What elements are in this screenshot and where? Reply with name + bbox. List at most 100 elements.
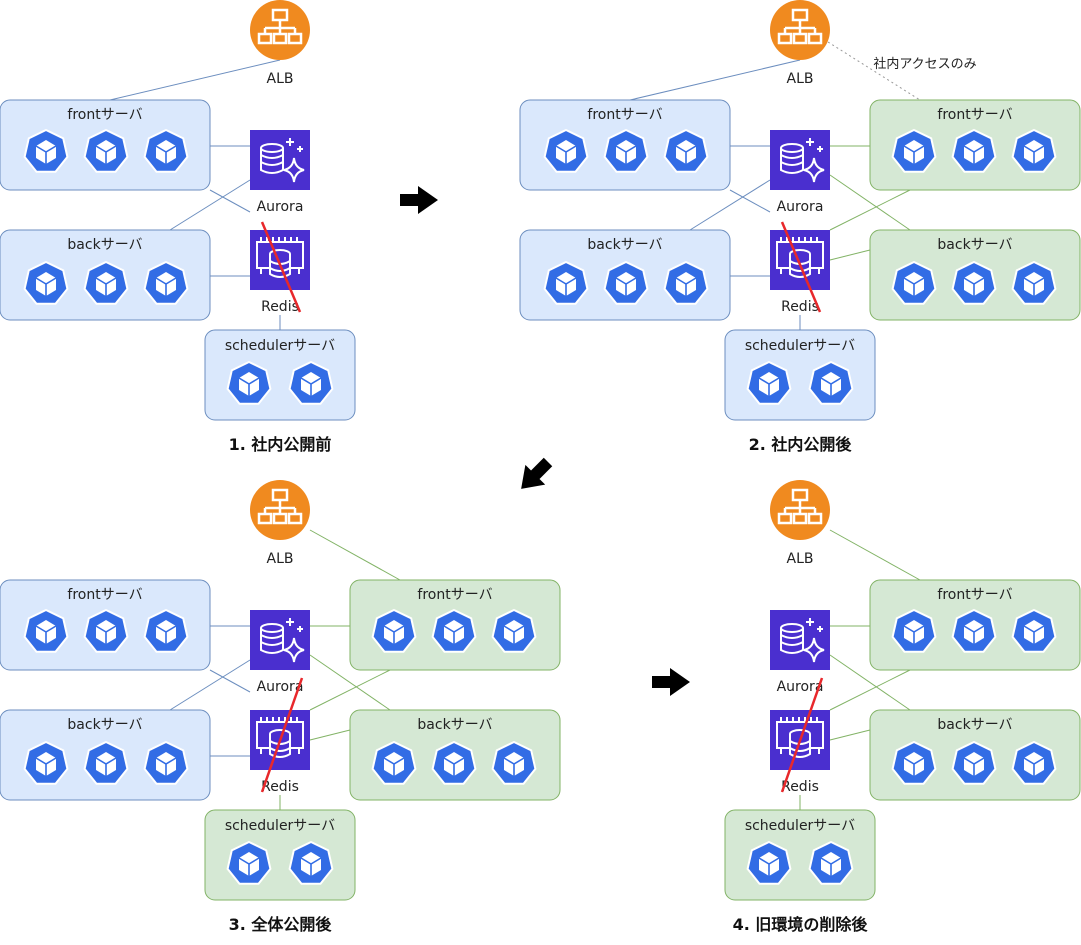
k8s-pod-icon	[603, 129, 649, 173]
k8s-pod-icon	[491, 741, 537, 785]
k8s-pod-icon	[746, 841, 792, 885]
back-server-label: backサーバ	[67, 237, 142, 253]
k8s-pod-icon	[663, 129, 709, 173]
panel-2: ALB 社内アクセスのみ frontサーバ backサーバ frontサーバ b…	[519, 0, 1081, 454]
k8s-pod-icon	[226, 841, 272, 885]
k8s-pod-icon	[603, 261, 649, 305]
aurora-label: Aurora	[777, 679, 824, 695]
k8s-pod-icon	[371, 609, 417, 653]
k8s-pod-icon	[83, 741, 129, 785]
k8s-pod-icon	[891, 609, 937, 653]
scheduler-server-label: schedulerサーバ	[225, 818, 335, 834]
aurora-label: Aurora	[777, 199, 824, 215]
red-connection-line	[260, 221, 302, 313]
aurora-icon	[769, 609, 831, 671]
aurora-label: Aurora	[257, 199, 304, 215]
arrow-right-icon	[652, 668, 690, 696]
panel-title: 3. 全体公開後	[229, 915, 333, 934]
k8s-pod-icon	[891, 261, 937, 305]
redis-label: Redis	[261, 779, 299, 795]
panel-title: 1. 社内公開前	[229, 435, 332, 454]
alb-icon	[248, 478, 312, 542]
k8s-pod-icon	[83, 609, 129, 653]
scheduler-server-label: schedulerサーバ	[745, 338, 855, 354]
back-server-label: backサーバ	[937, 237, 1012, 253]
k8s-pod-icon	[951, 609, 997, 653]
k8s-pod-icon	[431, 741, 477, 785]
arrow-down-left-icon	[521, 457, 553, 489]
back-server-label: backサーバ	[67, 717, 142, 733]
k8s-pod-icon	[143, 261, 189, 305]
k8s-pod-icon	[491, 609, 537, 653]
front-server-label: frontサーバ	[417, 587, 492, 603]
k8s-pod-icon	[226, 361, 272, 405]
k8s-pod-icon	[1011, 741, 1057, 785]
k8s-pod-icon	[891, 741, 937, 785]
aurora-icon	[249, 129, 311, 191]
back-server-label: backサーバ	[417, 717, 492, 733]
red-connection-line	[780, 221, 822, 313]
k8s-pod-icon	[143, 609, 189, 653]
aurora-icon	[249, 609, 311, 671]
k8s-pod-icon	[746, 361, 792, 405]
aurora-label: Aurora	[257, 679, 304, 695]
k8s-pod-icon	[891, 129, 937, 173]
back-server-label: backサーバ	[937, 717, 1012, 733]
alb-label: ALB	[267, 71, 294, 87]
k8s-pod-icon	[288, 841, 334, 885]
alb-label: ALB	[267, 551, 294, 567]
panel-1: ALB frontサーバ backサーバ Aurora Redis schedu…	[0, 0, 356, 454]
redis-icon	[249, 229, 311, 291]
k8s-pod-icon	[431, 609, 477, 653]
k8s-pod-icon	[23, 741, 69, 785]
k8s-pod-icon	[83, 261, 129, 305]
aurora-icon	[769, 129, 831, 191]
scheduler-server-label: schedulerサーバ	[745, 818, 855, 834]
red-connection-line	[780, 677, 824, 793]
k8s-pod-icon	[951, 741, 997, 785]
panel-4: ALB frontサーバ backサーバ Aurora Redis schedu…	[724, 478, 1081, 934]
k8s-pod-icon	[23, 261, 69, 305]
k8s-pod-icon	[143, 129, 189, 173]
k8s-pod-icon	[1011, 129, 1057, 173]
front-server-label: frontサーバ	[937, 107, 1012, 123]
front-server-label: frontサーバ	[937, 587, 1012, 603]
front-server-label: frontサーバ	[67, 587, 142, 603]
redis-label: Redis	[781, 779, 819, 795]
k8s-pod-icon	[288, 361, 334, 405]
redis-label: Redis	[261, 299, 299, 315]
alb-icon	[768, 0, 832, 62]
k8s-pod-icon	[23, 609, 69, 653]
red-connection-line	[260, 677, 304, 793]
back-server-label: backサーバ	[587, 237, 662, 253]
k8s-pod-icon	[371, 741, 417, 785]
internal-access-note: 社内アクセスのみ	[873, 56, 976, 72]
arrow-right-icon	[400, 186, 438, 214]
scheduler-server-label: schedulerサーバ	[225, 338, 335, 354]
k8s-pod-icon	[951, 261, 997, 305]
panel-title: 4. 旧環境の削除後	[733, 915, 869, 934]
front-server-label: frontサーバ	[67, 107, 142, 123]
panel-title: 2. 社内公開後	[749, 435, 853, 454]
k8s-pod-icon	[951, 129, 997, 173]
alb-icon	[768, 478, 832, 542]
k8s-pod-icon	[1011, 609, 1057, 653]
k8s-pod-icon	[23, 129, 69, 173]
panel-3: ALB frontサーバ backサーバ frontサーバ backサーバ Au…	[0, 478, 561, 934]
k8s-pod-icon	[543, 129, 589, 173]
alb-label: ALB	[787, 551, 814, 567]
front-server-label: frontサーバ	[587, 107, 662, 123]
k8s-pod-icon	[143, 741, 189, 785]
k8s-pod-icon	[808, 361, 854, 405]
k8s-pod-icon	[1011, 261, 1057, 305]
redis-icon	[769, 229, 831, 291]
alb-icon	[248, 0, 312, 62]
k8s-pod-icon	[808, 841, 854, 885]
k8s-pod-icon	[83, 129, 129, 173]
k8s-pod-icon	[543, 261, 589, 305]
alb-label: ALB	[787, 71, 814, 87]
k8s-pod-icon	[663, 261, 709, 305]
redis-label: Redis	[781, 299, 819, 315]
